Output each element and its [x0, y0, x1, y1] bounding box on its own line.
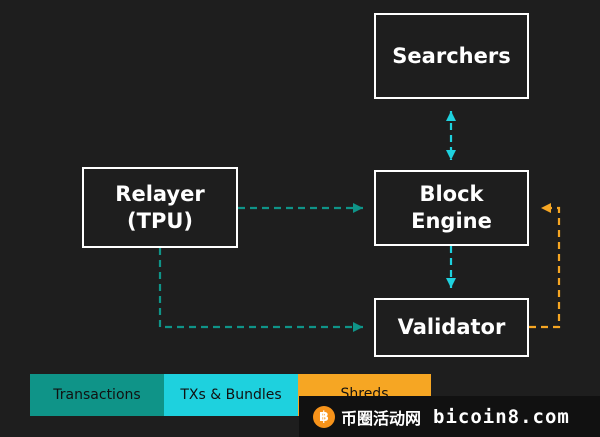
node-validator: Validator: [374, 298, 529, 357]
legend-txs-bundles: TXs & Bundles: [164, 374, 298, 416]
edge-block-engine-to-validator-arrowhead: [446, 278, 456, 288]
edge-relayer-to-validator: [158, 248, 363, 329]
edge-relayer-to-block-engine-arrowhead: [353, 203, 363, 213]
watermark-cn-text: 币圈活动网: [341, 408, 422, 428]
legend-transactions: Transactions: [30, 374, 164, 416]
edge-relayer-to-validator-arrowhead: [353, 322, 363, 332]
watermark: ฿ 币圈活动网 bicoin8.com: [299, 396, 600, 437]
bitcoin-icon: ฿: [313, 405, 335, 428]
edge-validator-to-block-engine: [529, 206, 561, 329]
node-relayer: Relayer (TPU): [82, 167, 238, 248]
node-block-engine: Block Engine: [374, 170, 529, 246]
edge-validator-to-block-engine-arrowhead: [541, 203, 551, 213]
watermark-site: bicoin8.com: [433, 405, 570, 428]
edge-searchers-to-block-engine-arrowhead-start: [446, 111, 456, 121]
node-searchers: Searchers: [374, 13, 529, 99]
edge-searchers-to-block-engine-arrowhead: [446, 150, 456, 160]
